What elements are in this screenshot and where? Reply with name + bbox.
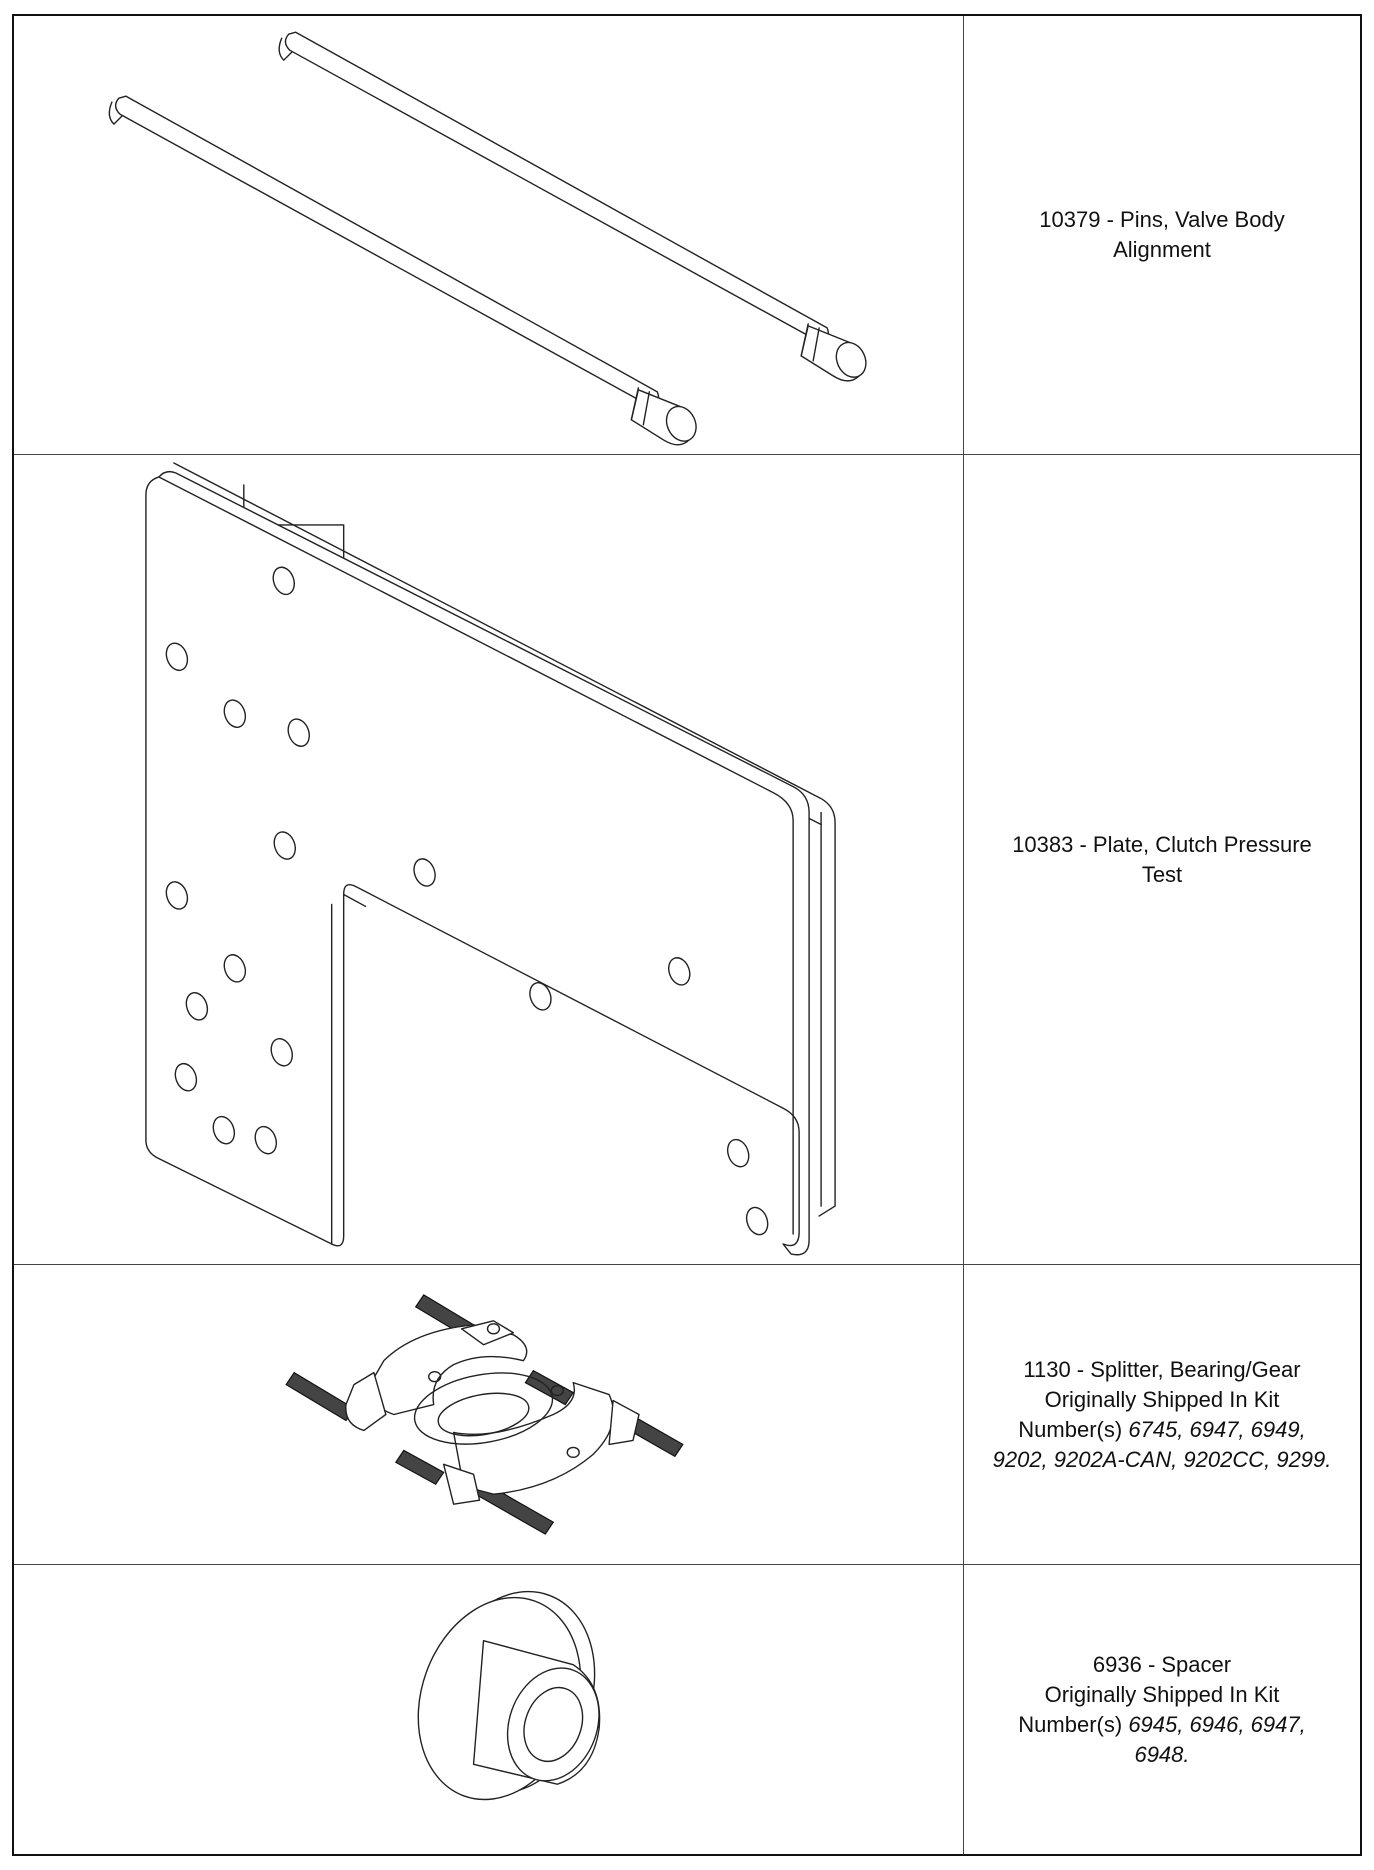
tool-description: 10379 - Pins, Valve Body Alignment [964, 16, 1360, 454]
table-row: 10383 - Plate, Clutch Pressure Test [14, 454, 1360, 1264]
tool-title: 10383 - Plate, Clutch Pressure [1012, 831, 1312, 857]
kit-numbers-line-2: 6948. [1134, 1741, 1190, 1767]
tool-table: 10379 - Pins, Valve Body Alignment [12, 14, 1362, 1856]
tool-illustration-cell [14, 1265, 964, 1564]
alignment-pins-icon [14, 16, 963, 454]
kit-numbers: Number(s) 6745, 6947, 6949, [993, 1415, 1332, 1445]
tool-title-continued: Alignment [1113, 237, 1211, 262]
kit-note: Originally Shipped In Kit [1044, 1681, 1280, 1707]
bearing-splitter-icon [14, 1265, 963, 1564]
tool-illustration-cell [14, 1565, 964, 1854]
tool-illustration-cell [14, 16, 964, 454]
kit-numbers: Number(s) 6945, 6946, 6947, [1018, 1710, 1305, 1740]
kit-prefix: Number(s) [1018, 1711, 1123, 1737]
kit-prefix: Number(s) [1018, 1416, 1123, 1442]
tool-title: 10379 - Pins, Valve Body [1039, 207, 1285, 232]
tool-title: 6936 - Spacer [1092, 1651, 1232, 1677]
kit-numbers-line-1: 6945, 6946, 6947, [1128, 1711, 1306, 1737]
table-row: 6936 - Spacer Originally Shipped In Kit … [14, 1564, 1360, 1854]
tool-description: 6936 - Spacer Originally Shipped In Kit … [964, 1565, 1360, 1854]
tool-title: 1130 - Splitter, Bearing/Gear [1023, 1356, 1301, 1382]
table-row: 1130 - Splitter, Bearing/Gear Originally… [14, 1264, 1360, 1564]
pressure-test-plate-icon [14, 455, 963, 1264]
spacer-icon [14, 1565, 963, 1854]
kit-numbers-line-1: 6745, 6947, 6949, [1128, 1416, 1306, 1442]
tool-description: 10383 - Plate, Clutch Pressure Test [964, 455, 1360, 1264]
tool-title-continued: Test [1141, 861, 1183, 887]
kit-note: Originally Shipped In Kit [1044, 1386, 1280, 1412]
tool-illustration-cell [14, 455, 964, 1264]
kit-numbers-line-2: 9202, 9202A-CAN, 9202CC, 9299. [992, 1446, 1332, 1472]
table-row: 10379 - Pins, Valve Body Alignment [14, 16, 1360, 454]
tool-description: 1130 - Splitter, Bearing/Gear Originally… [964, 1265, 1360, 1564]
